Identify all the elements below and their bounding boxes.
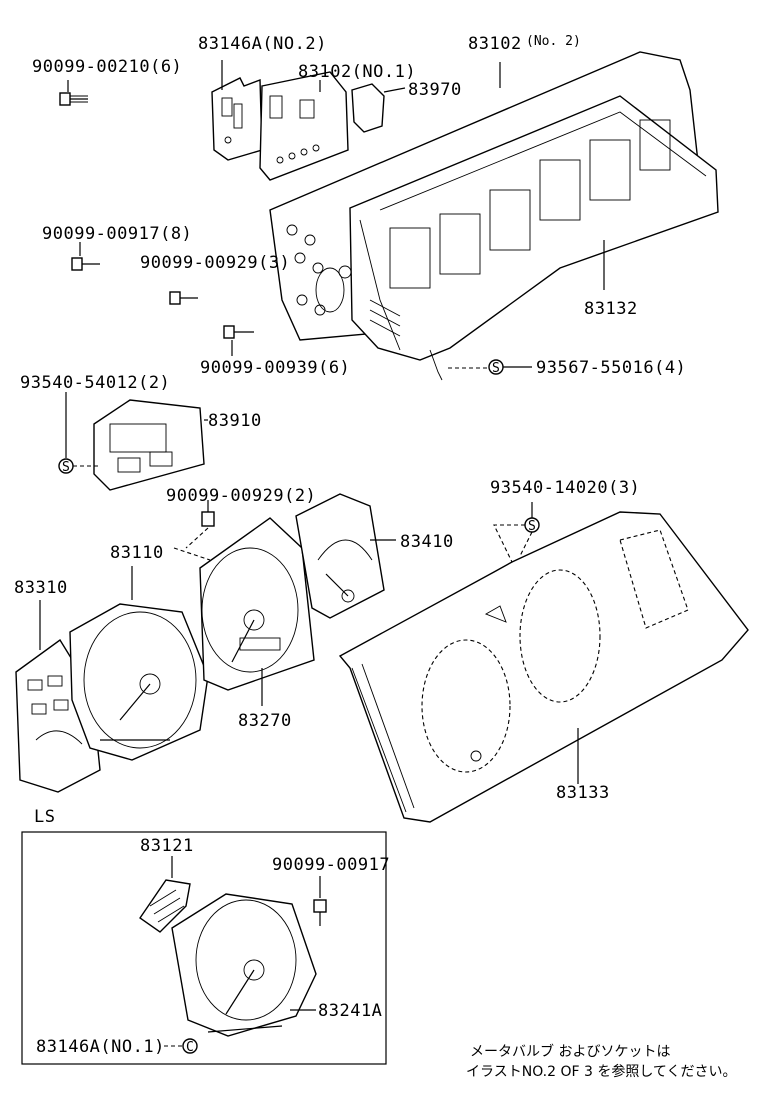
label-90099-00917: 90099-00917 <box>272 855 390 875</box>
label-93567-55016: 93567-55016(4) <box>536 358 686 378</box>
screw-90099-00929-2 <box>185 500 215 549</box>
label-90099-00929-3: 90099-00929(3) <box>140 253 290 273</box>
label-83133: 83133 <box>556 783 610 803</box>
label-83102-no2: 83102 <box>468 34 522 54</box>
label-83241A: 83241A <box>318 1001 382 1021</box>
clock-83910: S <box>58 392 208 491</box>
screw-90099-00929-3 <box>169 291 198 305</box>
label-83146A-no2: 83146A(NO.2) <box>198 34 327 54</box>
label-83970: 83970 <box>408 80 462 100</box>
meter-glass-83133 <box>338 511 749 823</box>
label-83102-no2-suffix: (No. 2) <box>526 34 581 49</box>
screw-s-glyph-3: S <box>528 519 536 534</box>
label-83410: 83410 <box>400 532 454 552</box>
label-83132: 83132 <box>584 299 638 319</box>
gauge-83410 <box>295 493 396 619</box>
screw-90099-00917 <box>313 876 327 926</box>
clip-c-glyph: C <box>186 1040 194 1055</box>
clip-83146A-no1: C <box>164 1038 198 1055</box>
printed-circuit-no2 <box>211 60 263 161</box>
screw-s-glyph-2: S <box>62 460 70 475</box>
bulb-83970 <box>351 83 406 133</box>
note-line-2: イラストNO.2 OF 3 を参照してください。 <box>466 1063 737 1080</box>
label-ls: LS <box>34 807 55 827</box>
label-90099-00929-2: 90099-00929(2) <box>166 486 316 506</box>
label-90099-00939-6: 90099-00939(6) <box>200 358 350 378</box>
label-83146A-no1: 83146A(NO.1) <box>36 1037 165 1057</box>
label-83310: 83310 <box>14 578 68 598</box>
screw-93567-55016: S <box>488 359 532 376</box>
printed-board-no1 <box>259 71 349 181</box>
label-90099-00917-8: 90099-00917(8) <box>42 224 192 244</box>
screw-90099-00210 <box>59 80 88 106</box>
label-93540-14020: 93540-14020(3) <box>490 478 640 498</box>
screw-90099-00939-6 <box>223 325 254 356</box>
combination-meter-83270 <box>199 517 315 706</box>
label-83110: 83110 <box>110 543 164 563</box>
speedometer-83241A <box>171 893 317 1037</box>
ls-inset: C <box>21 831 387 1065</box>
note-line-1: メータバルブ およびソケットは <box>470 1043 670 1060</box>
speedometer-83110 <box>69 547 211 761</box>
label-83102-no1: 83102(NO.1) <box>298 62 416 82</box>
screw-90099-00917-8 <box>71 242 100 271</box>
meter-case-83132 <box>349 95 719 381</box>
label-90099-00210: 90099-00210(6) <box>32 57 182 77</box>
label-83270: 83270 <box>238 711 292 731</box>
screw-s-glyph: S <box>492 361 500 376</box>
label-83121: 83121 <box>140 836 194 856</box>
screw-93540-14020: S <box>493 502 540 563</box>
connector-83121 <box>139 856 191 933</box>
label-83910: 83910 <box>208 411 262 431</box>
label-93540-54012: 93540-54012(2) <box>20 373 170 393</box>
